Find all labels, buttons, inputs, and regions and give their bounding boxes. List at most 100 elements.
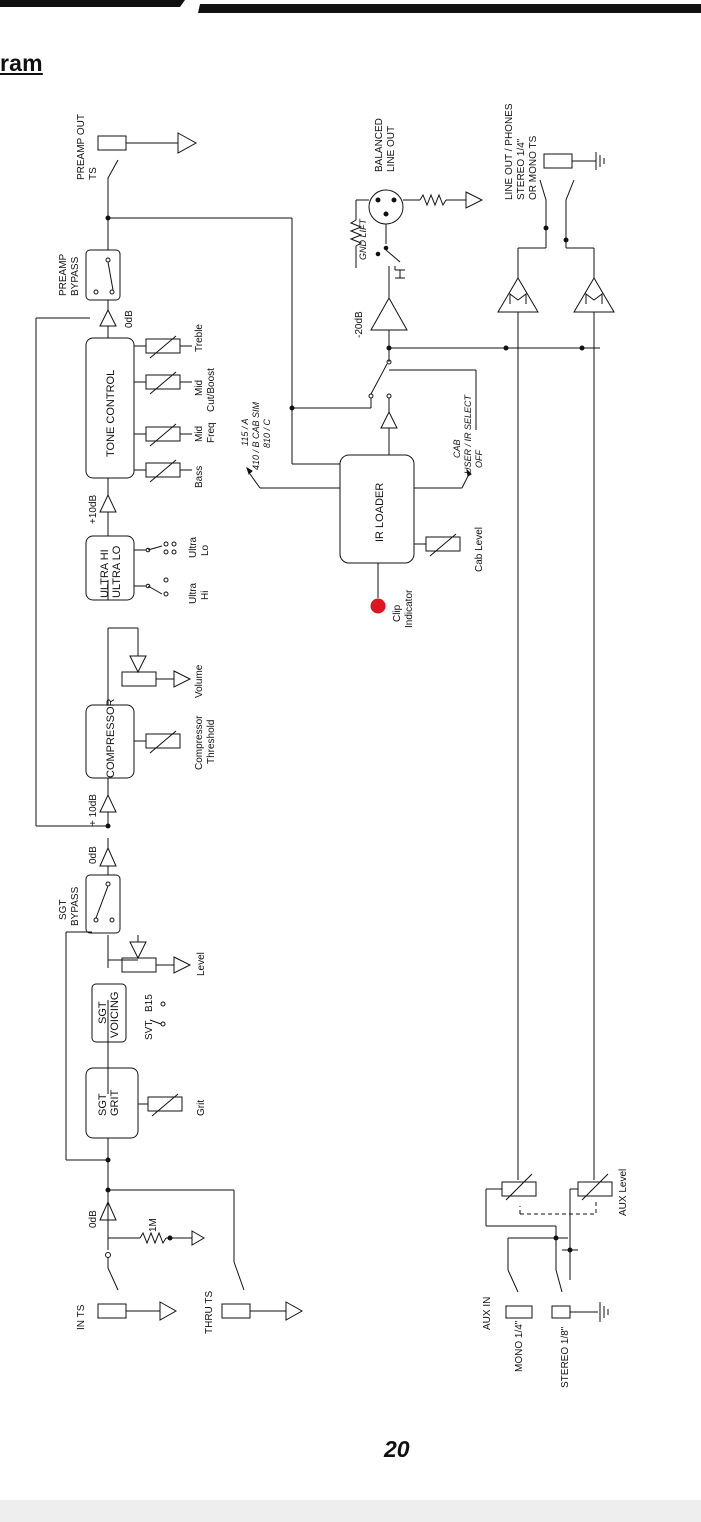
gain-stage-0db-middle xyxy=(99,846,117,867)
aux-in-label: AUX IN xyxy=(482,1297,493,1330)
cab-bypass-switch xyxy=(292,348,477,430)
header-bar xyxy=(0,0,701,14)
balanced-out-label-2: LINE OUT xyxy=(386,126,397,172)
tone-control-label: TONE CONTROL xyxy=(105,370,117,457)
sgt-grit-block xyxy=(85,1067,139,1139)
input-resistor-1m xyxy=(108,1230,205,1246)
bass-label: Bass xyxy=(194,466,205,488)
gnd-lift-label: GND LIFT xyxy=(358,217,368,260)
off-option-label: OFF xyxy=(474,450,484,468)
gain-0db-top-label: 0dB xyxy=(124,310,135,328)
cab-level-pot xyxy=(414,533,461,557)
one-megohm-label: 1M xyxy=(148,1218,159,1232)
ir-output-buffer xyxy=(380,398,398,455)
tone-control-pots xyxy=(134,335,192,483)
sgt-grit-label-2: GRIT xyxy=(109,1089,121,1116)
aux-level-label: AUX Level xyxy=(618,1169,629,1216)
ultra-lo-label-1: Ultra xyxy=(188,536,199,558)
ultra-switches xyxy=(134,541,177,597)
gain-stage-plus10-upper xyxy=(99,493,117,513)
sgt-bypass-label-2: BYPASS xyxy=(70,886,81,926)
preamp-bypass-switch xyxy=(85,249,121,301)
cab-sim-410-label: 410 / B CAB SIM xyxy=(251,401,261,470)
clip-label-2: Indicator xyxy=(404,589,415,628)
viewer-bottom-bar xyxy=(0,1500,701,1522)
cab-sim-selector xyxy=(246,466,340,489)
block-diagram: PREAMP OUT TS PREAMP BYPASS 0dB TONE CON… xyxy=(35,103,629,1388)
volume-pot xyxy=(121,655,192,688)
cab-sim-810-label: 810 / C xyxy=(262,418,272,448)
ultra-label-1: ULTRA HI xyxy=(99,549,111,598)
brand-logo-fragment xyxy=(0,0,185,7)
gain-stage-plus10-lower xyxy=(99,793,117,813)
compressor-threshold-label-2: Threshold xyxy=(206,720,217,764)
compressor-block-label: COMPRESSOR xyxy=(105,698,117,778)
sgt-voicing-label-1: SGT xyxy=(97,1001,109,1024)
svt-label: SVT xyxy=(144,1021,155,1040)
balanced-out-attenuator xyxy=(370,266,408,348)
line-out-amplifiers xyxy=(389,222,615,1180)
section-title: ram xyxy=(0,50,43,76)
header-brand-graphic xyxy=(0,0,701,13)
sgt-grit-label-1: SGT xyxy=(97,1093,109,1116)
tone-control-block xyxy=(85,337,135,479)
mid-cut-boost-label-2: Cut/Boost xyxy=(206,368,217,412)
mid-cut-boost-label-1: Mid xyxy=(194,380,205,396)
gain-0db-input-label: 0dB xyxy=(88,1210,99,1228)
b15-label: B15 xyxy=(144,994,155,1012)
cab-sim-115-label: 115 / A xyxy=(240,418,250,446)
input-buffer xyxy=(99,1200,117,1221)
ultra-lo-label-2: Lo xyxy=(200,544,211,556)
gain-stage-0db-top xyxy=(99,308,117,327)
compressor-threshold-label-1: Compressor xyxy=(194,715,205,770)
ir-loader-block xyxy=(339,454,415,564)
cab-ir-selector xyxy=(414,468,472,489)
volume-label: Volume xyxy=(194,664,205,698)
cab-option-label: CAB xyxy=(452,439,462,458)
sgt-grit-pot xyxy=(138,1093,183,1117)
user-ir-select-label: USER / IR SELECT xyxy=(463,393,473,474)
thru-ts-jack xyxy=(108,1189,304,1321)
page-number: 20 xyxy=(384,1436,410,1462)
ir-loader-label: IR LOADER xyxy=(374,483,386,542)
level-label: Level xyxy=(196,952,207,976)
sgt-voicing-label-2: VOICING xyxy=(109,992,121,1038)
clip-indicator xyxy=(370,563,386,614)
gain-0db-middle-label: 0dB xyxy=(88,846,99,864)
preamp-out-jack xyxy=(97,132,198,190)
stereo-eighth-label: STEREO 1/8" xyxy=(560,1326,571,1388)
preamp-out-label: PREAMP OUT xyxy=(76,114,87,180)
sgt-voicing-switch xyxy=(149,1001,166,1027)
line-out-jack xyxy=(539,152,605,222)
cab-level-label: Cab Level xyxy=(474,527,485,572)
preamp-bypass-label-1: PREAMP xyxy=(58,253,69,296)
balanced-out-label-1: BALANCED xyxy=(374,118,385,172)
in-ts-jack xyxy=(97,1252,178,1321)
ultra-block xyxy=(85,535,135,601)
treble-label: Treble xyxy=(194,324,205,352)
thru-ts-label: THRU TS xyxy=(204,1291,215,1334)
sgt-level-pot xyxy=(121,935,192,974)
signal-wires xyxy=(35,190,340,1250)
gain-plus10-upper-label: +10dB xyxy=(88,494,99,524)
line-out-label-2: STEREO 1/4" xyxy=(516,138,527,200)
header-rule xyxy=(198,4,701,13)
ultra-hi-label-1: Ultra xyxy=(188,582,199,604)
balanced-xlr-connector xyxy=(349,189,484,279)
line-out-label-1: LINE OUT / PHONES xyxy=(504,103,515,200)
mid-freq-label-2: Freq xyxy=(206,422,217,443)
mid-freq-label-1: Mid xyxy=(194,426,205,442)
ultra-hi-label-2: Hi xyxy=(200,591,211,600)
preamp-bypass-label-2: BYPASS xyxy=(70,256,81,296)
grit-label: Grit xyxy=(196,1100,207,1116)
compressor-threshold-pot xyxy=(134,730,181,754)
aux-input-wiring xyxy=(485,1188,578,1293)
preamp-out-ts-label: TS xyxy=(88,167,99,180)
line-out-label-3: OR MONO TS xyxy=(528,135,539,200)
sgt-bypass-label-1: SGT xyxy=(58,899,69,920)
clip-label-1: Clip xyxy=(392,604,403,622)
aux-in-jacks xyxy=(505,1302,609,1322)
mono-quarter-label: MONO 1/4" xyxy=(514,1320,525,1372)
sgt-voicing-block xyxy=(91,983,127,1043)
gain-plus10-lower-label: + 10dB xyxy=(88,794,99,826)
